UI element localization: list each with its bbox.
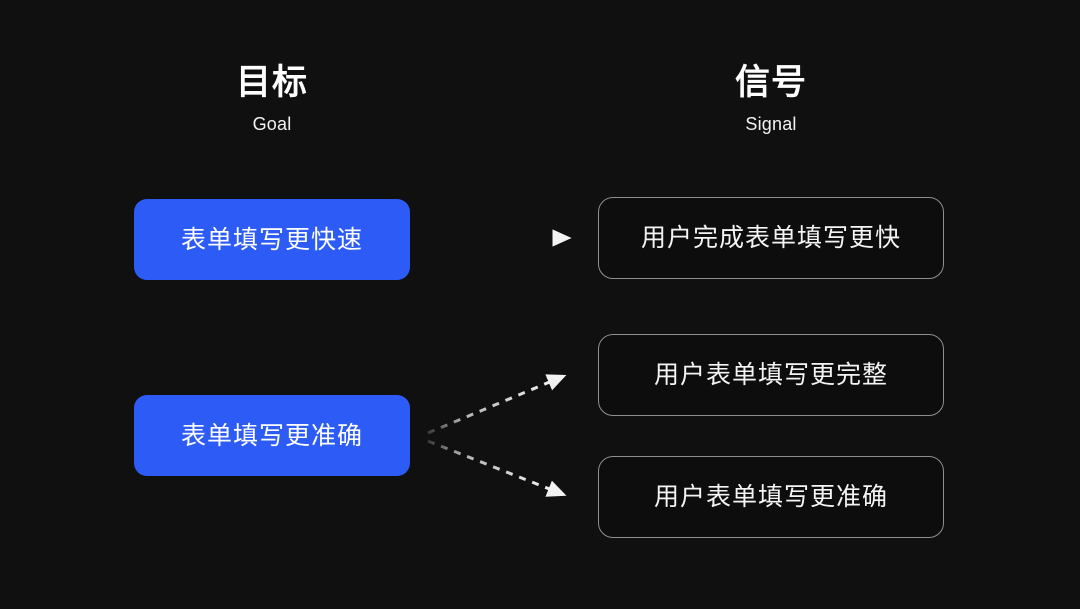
column-subtitle-goal: Goal [252,114,292,134]
arrow-goal2-to-signal2 [427,374,567,435]
goal-card-1-label: 表单填写更快速 [180,225,363,254]
goal-card-2[interactable]: 表单填写更准确 [134,395,410,476]
signal-card-2[interactable]: 用户表单填写更完整 [598,334,944,416]
column-title-signal: 信号 [734,63,807,102]
arrow-goal2-to-signal3 [427,439,567,497]
goal-card-1[interactable]: 表单填写更快速 [134,199,410,280]
column-title-goal: 目标 [235,63,308,102]
column-header-goal: 目标 Goal [122,62,422,136]
signal-card-1[interactable]: 用户完成表单填写更快 [598,197,944,279]
signal-card-2-label: 用户表单填写更完整 [653,361,888,389]
column-header-signal: 信号 Signal [621,62,921,136]
goal-card-2-label: 表单填写更准确 [180,421,363,450]
signal-card-3-label: 用户表单填写更准确 [653,483,888,511]
signal-card-3[interactable]: 用户表单填写更准确 [598,456,944,538]
signal-card-1-label: 用户完成表单填写更快 [640,224,901,252]
column-subtitle-signal: Signal [745,114,797,134]
